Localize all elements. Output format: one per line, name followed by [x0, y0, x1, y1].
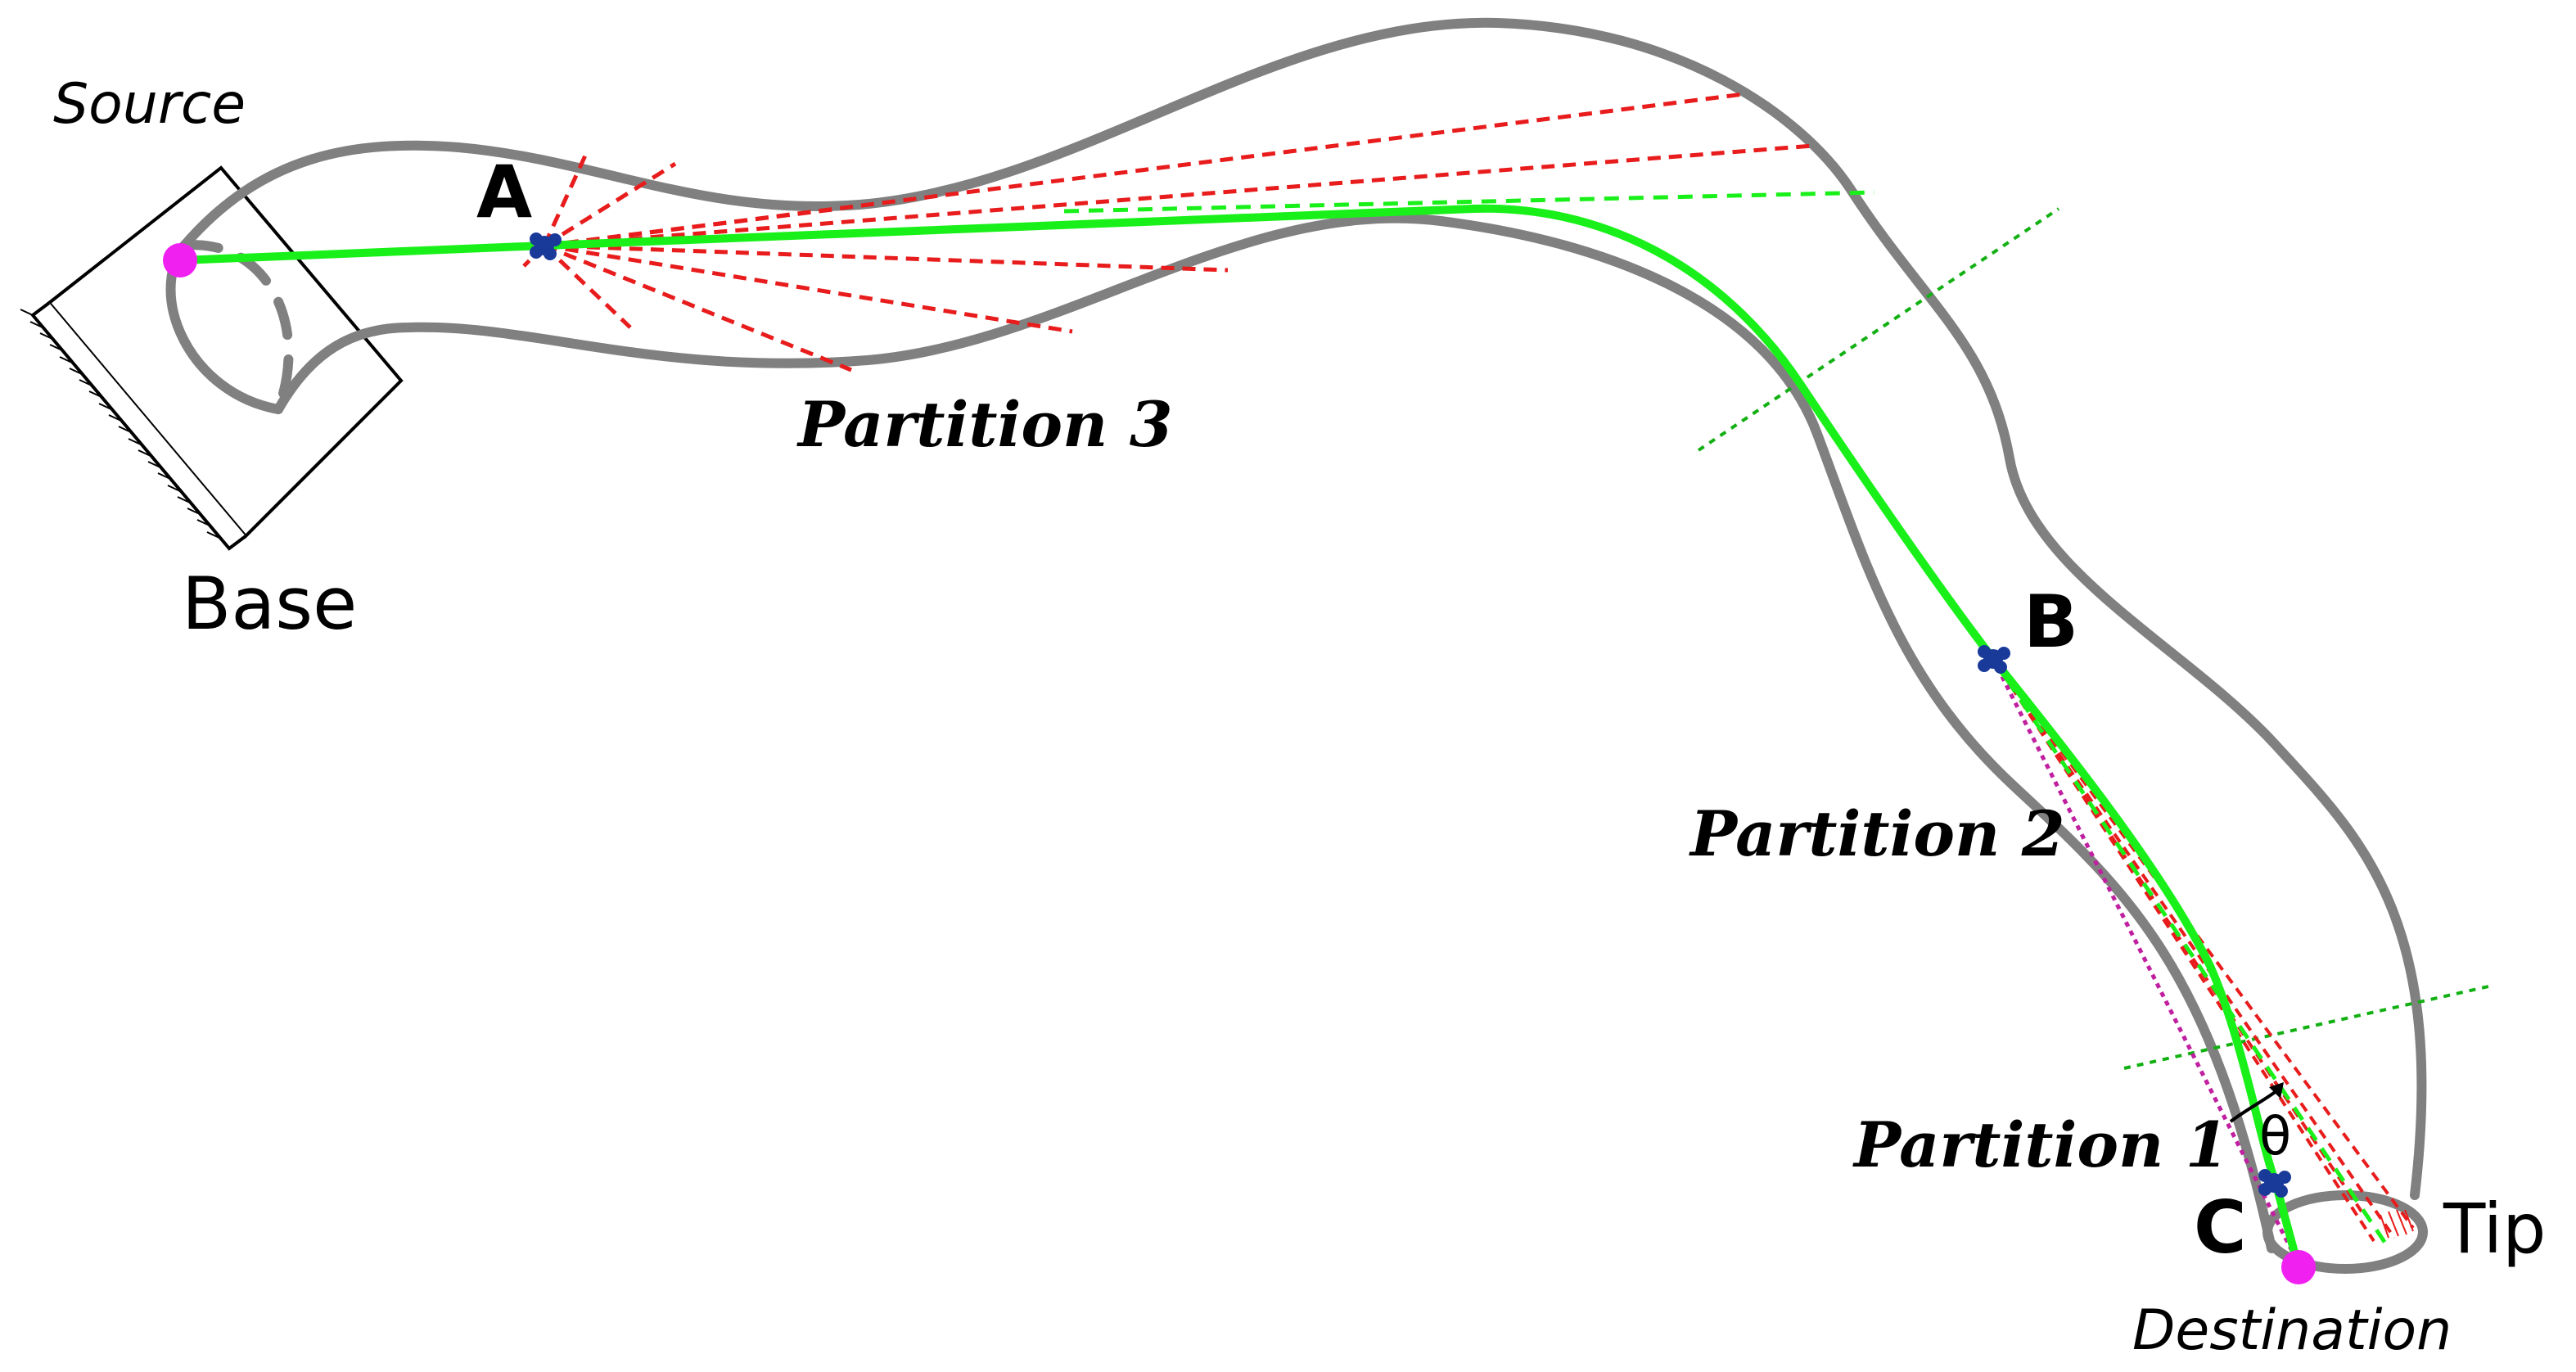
label-partition-2: Partition 2 — [1689, 797, 2065, 870]
alt-chords — [1063, 190, 2389, 1246]
node-b — [1978, 645, 2010, 674]
node-c — [2258, 1169, 2291, 1198]
tube-base-ellipse-back — [179, 240, 294, 414]
destination-point — [2281, 1250, 2316, 1284]
nodes — [163, 232, 2316, 1284]
rays-from-a — [522, 92, 1814, 372]
base-hatching — [20, 309, 220, 539]
label-point-a: A — [476, 150, 532, 234]
base-mount — [20, 165, 404, 551]
node-a — [530, 232, 562, 260]
label-point-c: C — [2194, 1185, 2247, 1270]
label-destination: Destination — [2132, 1298, 2452, 1363]
label-source: Source — [53, 72, 246, 137]
partition-dividers — [1697, 207, 2489, 1070]
label-partition-1: Partition 1 — [1852, 1108, 2229, 1181]
angle-theta-arrowhead — [2269, 1082, 2284, 1099]
tube-lower-edge — [273, 213, 2276, 1253]
source-point — [163, 243, 197, 278]
label-tip: Tip — [2443, 1189, 2546, 1269]
divider-1-2 — [2123, 985, 2489, 1070]
label-angle-theta: θ — [2259, 1107, 2291, 1167]
tube-upper-edge — [179, 17, 2427, 1200]
label-point-b: B — [2023, 580, 2078, 664]
label-base: Base — [182, 562, 357, 646]
label-partition-3: Partition 3 — [796, 388, 1173, 461]
robot-backbone-path — [176, 204, 2303, 1271]
